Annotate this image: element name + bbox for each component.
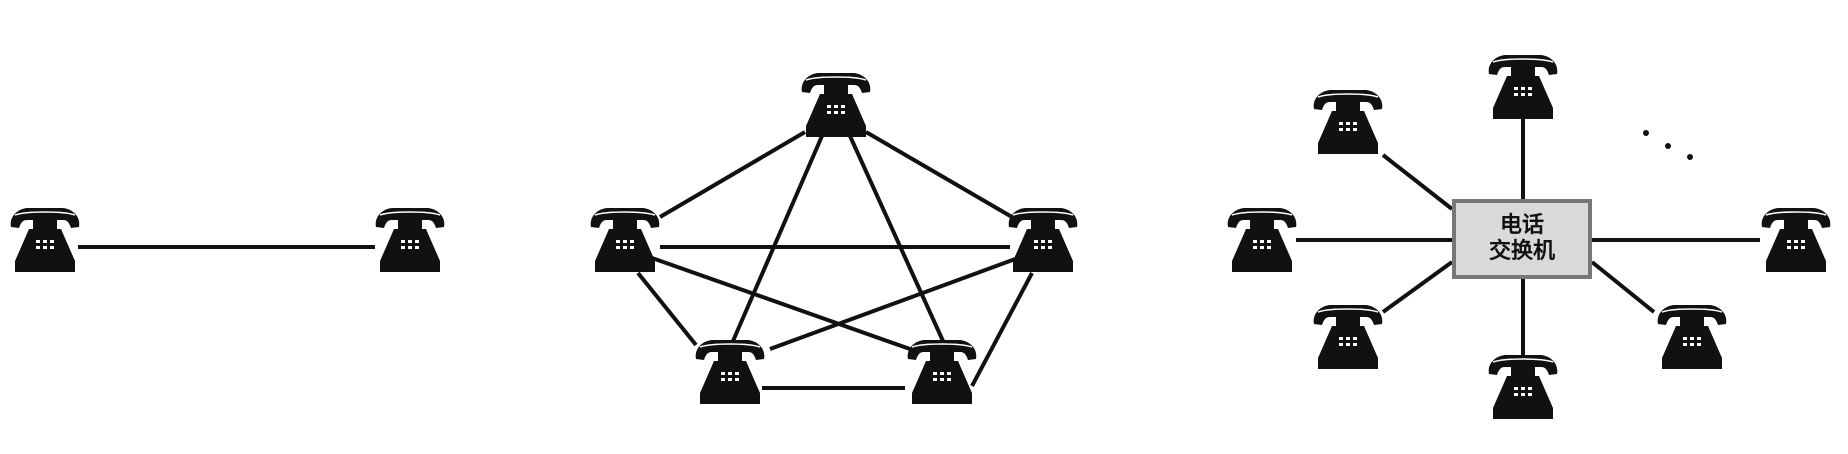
full-mesh-link — [848, 135, 945, 342]
star-switch-link — [1590, 260, 1656, 314]
star-switch-link — [1381, 153, 1454, 211]
telephone-icon — [800, 72, 872, 138]
telephone-icon — [1487, 354, 1559, 420]
telephone-icon — [1312, 89, 1384, 155]
switch-label-line1: 电话 — [1499, 212, 1544, 238]
full-mesh-link — [636, 271, 698, 347]
full-mesh-link — [970, 272, 1034, 387]
full-mesh-link — [769, 256, 1019, 351]
telephone-icon — [906, 339, 978, 405]
full-mesh-link — [731, 135, 824, 342]
telephone-switch: 电话 交换机 — [1452, 199, 1592, 279]
telephone-icon — [374, 207, 446, 273]
telephone-icon — [1487, 54, 1559, 120]
full-mesh-link — [864, 130, 1014, 219]
telephone-icon — [1656, 304, 1728, 370]
full-mesh-link — [651, 256, 911, 351]
telephone-icon — [1312, 304, 1384, 370]
star-switch-link — [1381, 260, 1454, 314]
connection-lines — [78, 119, 1760, 390]
switch-label-line2: 交换机 — [1488, 239, 1555, 264]
telephone-icon — [9, 207, 81, 273]
telephone-icon — [1760, 207, 1832, 273]
telephone-icon — [1226, 207, 1298, 273]
ellipsis-icon — [1643, 130, 1693, 160]
telephone-icon — [694, 339, 766, 405]
full-mesh-link — [658, 130, 807, 219]
telephone-icon — [589, 207, 661, 273]
telephone-icon — [1007, 207, 1079, 273]
